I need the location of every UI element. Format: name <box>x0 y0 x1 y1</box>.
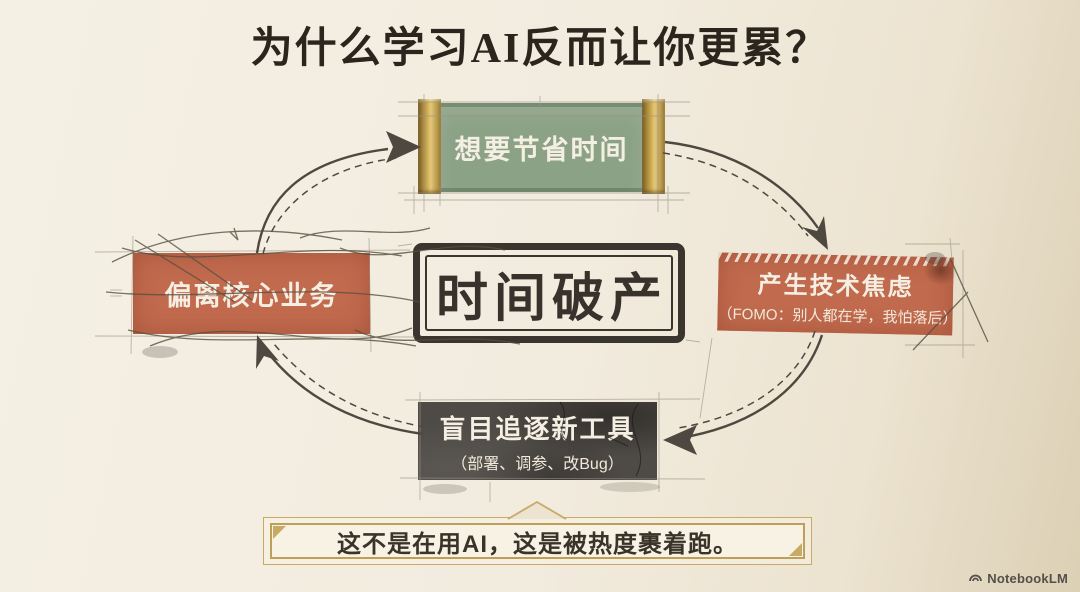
node-chasing-tools-label: 盲目追逐新工具 <box>439 413 636 444</box>
watermark-label: NotebookLM <box>987 571 1068 586</box>
page-title: 为什么学习AI反而让你更累？ <box>250 26 830 72</box>
conclusion-text: 这不是在用AI，这是被热度裹着跑。 <box>337 530 738 558</box>
banner-corner-ornament-bottom-right <box>789 543 802 556</box>
node-chasing-tools: 盲目追逐新工具 （部署、调参、改Bug） <box>418 402 657 480</box>
cycle-arrow-right-to-bottom <box>663 330 824 455</box>
center-stamp-label: 时间破产 <box>435 270 668 328</box>
scroll-cap-right <box>642 98 665 194</box>
node-chasing-tools-sublabel: （部署、调参、改Bug） <box>451 455 624 473</box>
banner-corner-ornament-top-left <box>273 526 286 539</box>
node-tech-anxiety-label: 产生技术焦虑 <box>757 271 914 302</box>
node-tech-anxiety: 产生技术焦虑 （FOMO：别人都在学，我怕落后） <box>717 252 958 336</box>
center-stamp: 时间破产 <box>413 243 685 343</box>
cycle-arrow-bottom-to-left <box>256 335 426 436</box>
center-stamp-inner: 时间破产 <box>425 255 673 331</box>
node-save-time-label: 想要节省时间 <box>454 135 629 165</box>
node-core-business-label: 偏离核心业务 <box>164 281 339 311</box>
node-save-time: 想要节省时间 <box>418 98 665 194</box>
notebooklm-logo-icon <box>969 574 983 582</box>
conclusion-banner-inner: 这不是在用AI，这是被热度裹着跑。 <box>270 523 805 559</box>
watermark: NotebookLM <box>968 571 1068 586</box>
scroll-body: 想要节省时间 <box>441 103 642 192</box>
node-tech-anxiety-sublabel: （FOMO：别人都在学，我怕落后） <box>717 305 958 328</box>
cycle-arrow-top-to-right <box>662 140 828 250</box>
conclusion-banner: 这不是在用AI，这是被热度裹着跑。 <box>263 517 812 565</box>
scroll-cap-left <box>418 98 441 194</box>
cycle-arrow-left-to-top <box>255 131 421 255</box>
node-core-business: 偏离核心业务 <box>133 253 370 334</box>
